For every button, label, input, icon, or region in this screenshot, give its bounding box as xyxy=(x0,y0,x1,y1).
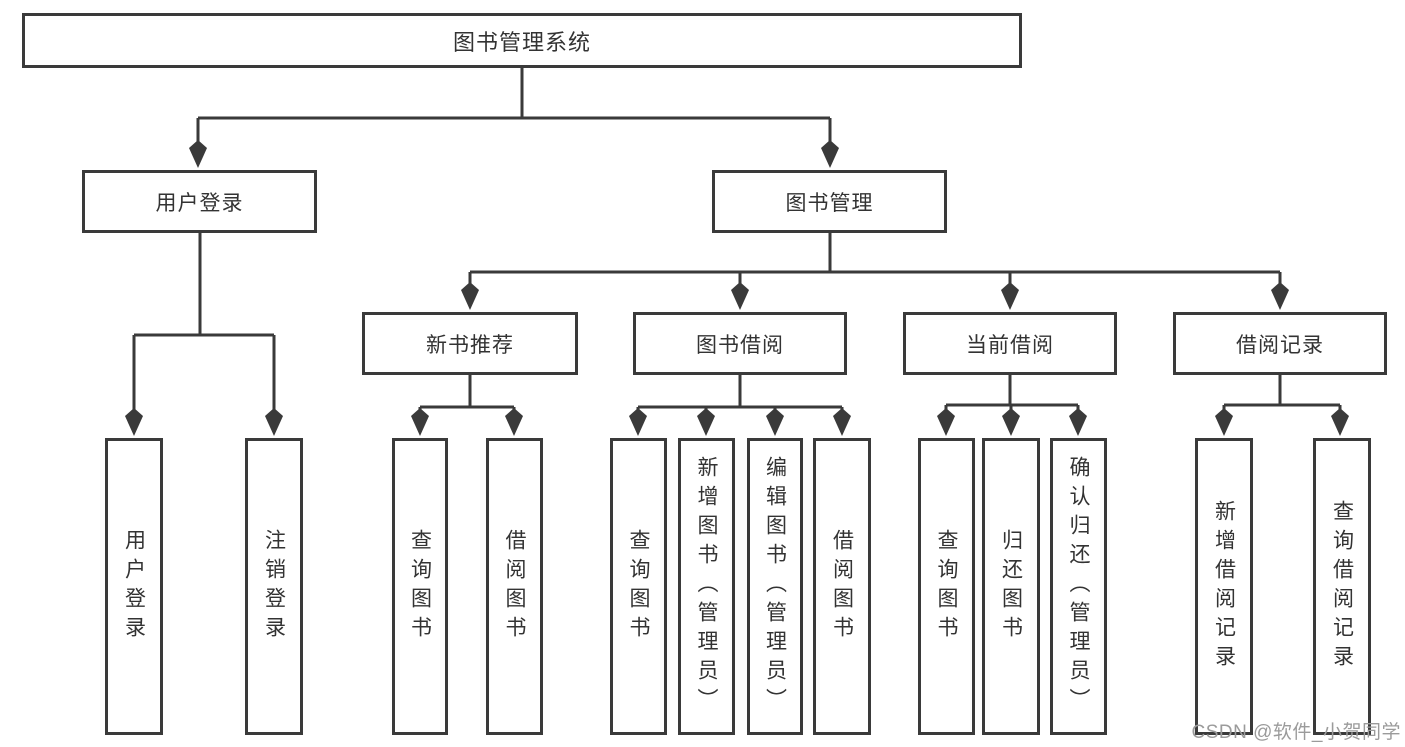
leaf-label: 查询借阅记录 xyxy=(1330,499,1354,674)
arrow-head xyxy=(125,408,143,436)
arrow-head xyxy=(629,408,647,436)
arrow-head xyxy=(766,408,784,436)
leaf-logout: 注销登录 xyxy=(245,438,303,735)
leaf-borrow-edit-book-admin: 编辑图书（管理员） xyxy=(747,438,803,735)
leaf-label: 借阅图书 xyxy=(503,528,526,645)
node-book-management: 图书管理 xyxy=(712,170,947,233)
leaf-label: 查询图书 xyxy=(627,528,650,645)
arrow-head xyxy=(411,408,429,436)
leaf-label: 归还图书 xyxy=(999,528,1023,645)
node-borrow-records: 借阅记录 xyxy=(1173,312,1387,375)
node-user-login-branch: 用户登录 xyxy=(82,170,317,233)
leaf-records-add-record: 新增借阅记录 xyxy=(1195,438,1253,735)
arrow-head xyxy=(1271,282,1289,310)
leaf-recommend-borrow-book: 借阅图书 xyxy=(486,438,543,735)
leaf-current-query-book: 查询图书 xyxy=(918,438,975,735)
connector-root-to-branches xyxy=(196,68,832,146)
node-label: 新书推荐 xyxy=(426,333,514,357)
node-label: 借阅记录 xyxy=(1236,333,1324,357)
leaf-records-query-record: 查询借阅记录 xyxy=(1313,438,1371,735)
arrow-head xyxy=(1001,282,1019,310)
arrow-head xyxy=(937,408,955,436)
node-new-book-recommend: 新书推荐 xyxy=(362,312,578,375)
leaf-label: 借阅图书 xyxy=(830,528,854,645)
node-current-borrow: 当前借阅 xyxy=(903,312,1117,375)
leaf-user-login: 用户登录 xyxy=(105,438,163,735)
csdn-watermark: CSDN @软件_小贺同学 xyxy=(1191,722,1401,743)
arrow-head xyxy=(1069,408,1087,436)
leaf-label: 编辑图书（管理员） xyxy=(763,456,787,717)
leaf-current-return-book: 归还图书 xyxy=(982,438,1040,735)
leaf-borrow-query-book: 查询图书 xyxy=(610,438,667,735)
leaf-label: 新增借阅记录 xyxy=(1212,499,1236,674)
arrow-head xyxy=(461,282,479,310)
leaf-label: 确认归还（管理员） xyxy=(1067,456,1090,717)
leaf-borrow-borrow-book: 借阅图书 xyxy=(813,438,871,735)
connector-user-login-to-leaves xyxy=(132,233,276,414)
leaf-borrow-add-book-admin: 新增图书（管理员） xyxy=(678,438,735,735)
node-label: 用户登录 xyxy=(155,191,244,215)
arrow-head xyxy=(189,140,207,168)
arrow-head xyxy=(833,408,851,436)
node-root-label: 图书管理系统 xyxy=(452,29,591,55)
connector-records-to-leaves xyxy=(1222,375,1342,414)
node-book-borrow: 图书借阅 xyxy=(633,312,847,375)
leaf-label: 查询图书 xyxy=(408,528,432,645)
leaf-label: 查询图书 xyxy=(935,528,958,645)
node-label: 当前借阅 xyxy=(966,333,1054,357)
arrow-head xyxy=(505,408,523,436)
arrow-head xyxy=(731,282,749,310)
connector-recommend-to-leaves xyxy=(418,375,516,414)
leaf-label: 用户登录 xyxy=(122,528,146,645)
node-root: 图书管理系统 xyxy=(22,13,1022,68)
leaf-label: 新增图书（管理员） xyxy=(695,456,718,717)
leaf-recommend-query-book: 查询图书 xyxy=(392,438,448,735)
node-label: 图书借阅 xyxy=(696,333,784,357)
leaf-label: 注销登录 xyxy=(262,528,286,645)
arrow-head xyxy=(821,140,839,168)
connector-book-management-to-sections xyxy=(468,233,1282,288)
arrow-head xyxy=(1331,408,1349,436)
arrow-head xyxy=(697,408,715,436)
connector-current-to-leaves xyxy=(944,375,1080,414)
arrow-head xyxy=(1215,408,1233,436)
leaf-current-confirm-return-admin: 确认归还（管理员） xyxy=(1050,438,1107,735)
node-label: 图书管理 xyxy=(785,191,874,215)
arrow-head xyxy=(265,408,283,436)
connector-borrow-to-leaves xyxy=(636,375,844,414)
arrow-head xyxy=(1002,408,1020,436)
